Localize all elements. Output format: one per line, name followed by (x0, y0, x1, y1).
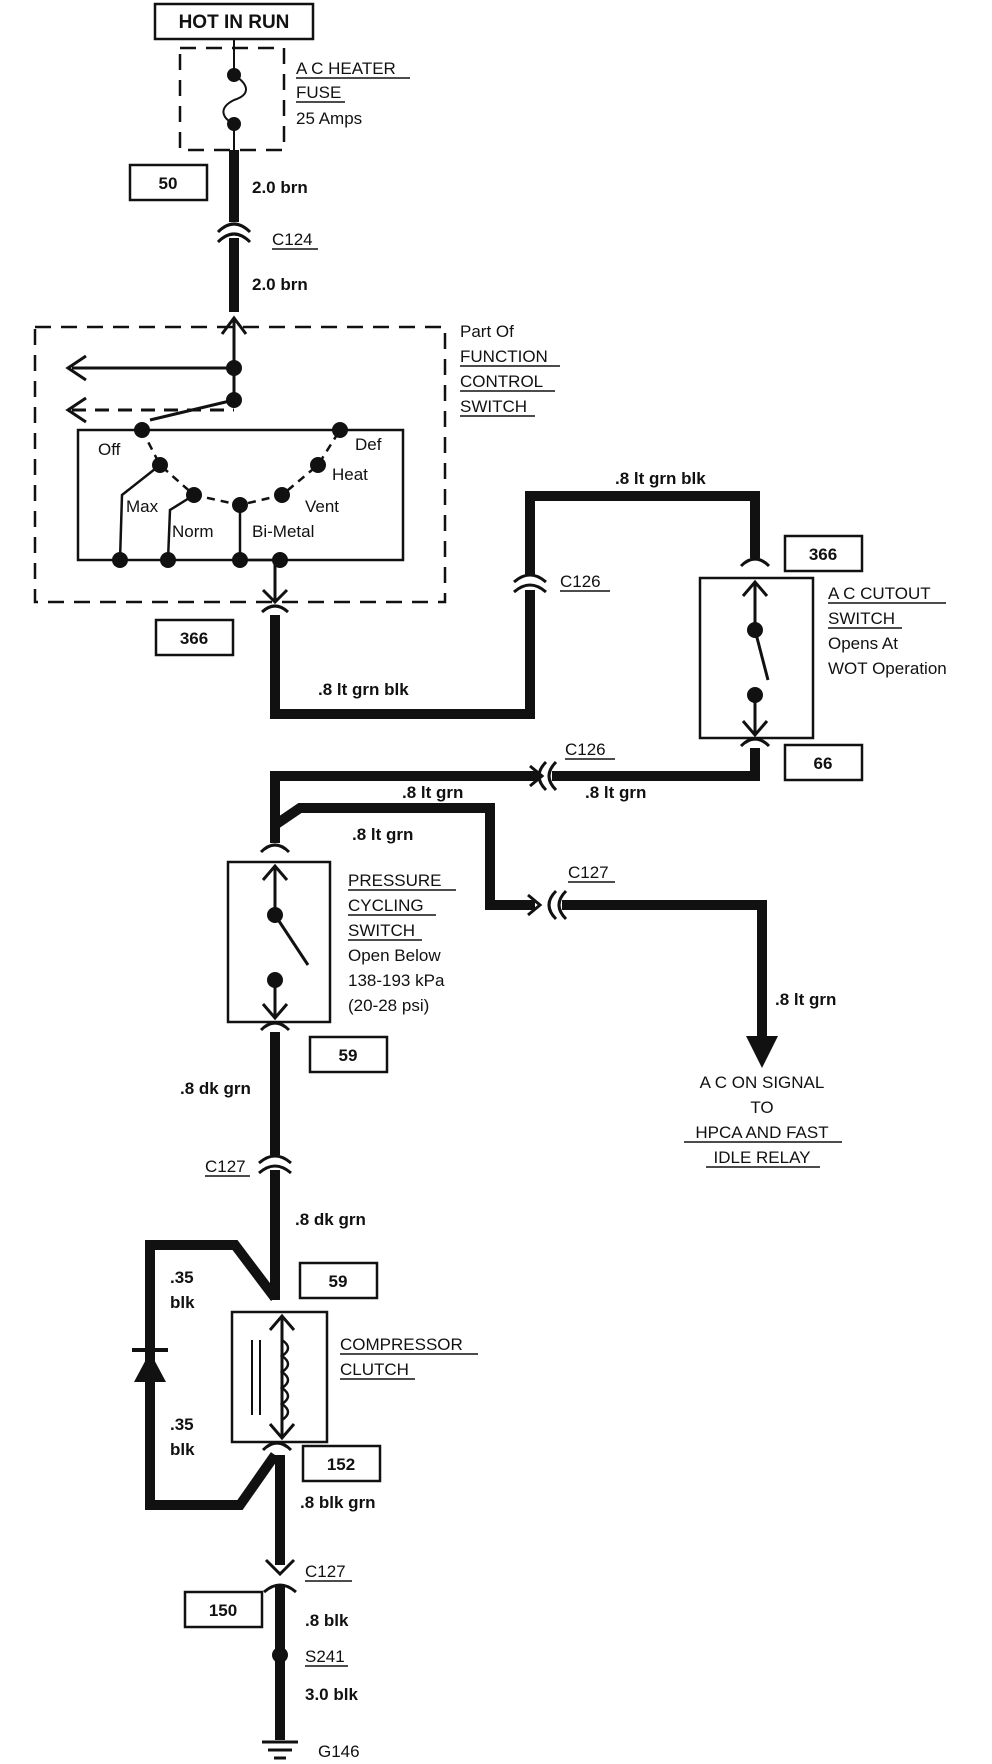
ac-signal-line1-label: A C ON SIGNAL (700, 1073, 825, 1092)
connectors-c127b-label: C127 (205, 1157, 246, 1176)
circuits-n66-label: 66 (814, 754, 833, 773)
pressure-switch-line3-label: SWITCH (348, 921, 415, 940)
compressor-clutch-box (230, 1310, 329, 1444)
wires-w5-label: .8 lt grn (402, 783, 463, 802)
ac-signal-line4-label: IDLE RELAY (713, 1148, 810, 1167)
ac-signal-line3-label: HPCA AND FAST (695, 1123, 828, 1142)
wires-w6-label: .8 lt grn (585, 783, 646, 802)
circuit-366-box-right (783, 534, 864, 573)
ac-signal-line2-label: TO (750, 1098, 773, 1117)
wires-w13-label: .8 blk grn (300, 1493, 376, 1512)
function-switch-pos-bimetal-label: Bi-Metal (252, 522, 314, 541)
clutch-line2-label: CLUTCH (340, 1360, 409, 1379)
fuse-rating: 25 Amps (296, 109, 362, 128)
function-switch-pos-vent-label: Vent (305, 497, 339, 516)
function-switch-line3-label: SWITCH (460, 397, 527, 416)
wires-w14-label: .8 blk (305, 1611, 349, 1630)
pressure-switch-line5-label: 138-193 kPa (348, 971, 445, 990)
circuits-n366a-label: 366 (180, 629, 208, 648)
function-switch-pos-norm-label: Norm (172, 522, 214, 541)
fuse-label-2: FUSE (296, 83, 341, 102)
wires-w15-label: 3.0 blk (305, 1685, 358, 1704)
circuit-152-box (301, 1444, 382, 1483)
circuit-66-box (783, 743, 864, 782)
wires-w11a-label: .35 (170, 1268, 194, 1287)
clutch-line1-label: COMPRESSOR (340, 1335, 463, 1354)
pressure-switch-line4-label: Open Below (348, 946, 441, 965)
circuits-n150-label: 150 (209, 1601, 237, 1620)
cutout-switch-line3-label: Opens At (828, 634, 898, 653)
hot-in-run-label: HOT IN RUN (179, 12, 290, 33)
diode-symbol (134, 1352, 166, 1382)
connectors-c126b-label: C126 (565, 740, 606, 759)
wires-w12b-label: blk (170, 1440, 195, 1459)
fuse-dashed-box (178, 46, 286, 152)
function-switch-line1-label: FUNCTION (460, 347, 548, 366)
fuse-label-1: A C HEATER (296, 59, 396, 78)
circuit-366-box-left (154, 618, 235, 657)
circuits-n366b-label: 366 (809, 545, 837, 564)
pressure-switch-line6-label: (20-28 psi) (348, 996, 429, 1015)
wires-w1-label: 2.0 brn (252, 178, 308, 197)
function-switch-line2-label: CONTROL (460, 372, 543, 391)
wires-w8-label: .8 lt grn (775, 990, 836, 1009)
fuse-element (222, 50, 247, 150)
circuit-150-box (183, 1590, 264, 1629)
circuits-n50-label: 50 (159, 174, 178, 193)
clutch-coil (279, 1338, 290, 1422)
ground-symbol (262, 1740, 298, 1760)
wire-lt-grn-signal (562, 900, 767, 1040)
circuit-50-box (128, 163, 209, 202)
connectors-c124-label: C124 (272, 230, 313, 249)
connectors-g146-label: G146 (318, 1742, 360, 1761)
wires-w9-label: .8 dk grn (180, 1079, 251, 1098)
function-switch-pos-def-label: Def (355, 435, 382, 454)
function-switch-pos-off-label: Off (98, 440, 121, 459)
cutout-switch-line4-label: WOT Operation (828, 659, 947, 678)
connectors-c127a-label: C127 (568, 863, 609, 882)
wires-w4-label: .8 lt grn blk (615, 469, 706, 488)
function-switch-pos-max-label: Max (126, 497, 159, 516)
connector-c124 (216, 222, 252, 244)
circuit-59-box-lower (298, 1261, 379, 1300)
function-switch-part-of-label: Part Of (460, 322, 514, 341)
wires-w11b-label: blk (170, 1293, 195, 1312)
circuit-59-box-upper (308, 1035, 389, 1074)
cutout-switch-line2-label: SWITCH (828, 609, 895, 628)
cutout-switch-line1-label: A C CUTOUT (828, 584, 931, 603)
wires-w7-label: .8 lt grn (352, 825, 413, 844)
connectors-s241-label: S241 (305, 1647, 345, 1666)
circuits-n59a-label: 59 (339, 1046, 358, 1065)
circuits-n59b-label: 59 (329, 1272, 348, 1291)
function-switch-dashed-box (33, 325, 447, 604)
connectors-c126a-label: C126 (560, 572, 601, 591)
wires-w3-label: .8 lt grn blk (318, 680, 409, 699)
wire-lt-grn-right (552, 748, 760, 781)
pressure-switch-line1-label: PRESSURE (348, 871, 442, 890)
wires-w12a-label: .35 (170, 1415, 194, 1434)
function-switch-pos-heat-label: Heat (332, 465, 368, 484)
wires-w2-label: 2.0 brn (252, 275, 308, 294)
wires-w10-label: .8 dk grn (295, 1210, 366, 1229)
splice-s241 (272, 1647, 288, 1663)
connectors-c127c-label: C127 (305, 1562, 346, 1581)
wire-lt-grn-blk-loop (270, 590, 535, 719)
pressure-switch-line2-label: CYCLING (348, 896, 424, 915)
circuits-n152-label: 152 (327, 1455, 355, 1474)
